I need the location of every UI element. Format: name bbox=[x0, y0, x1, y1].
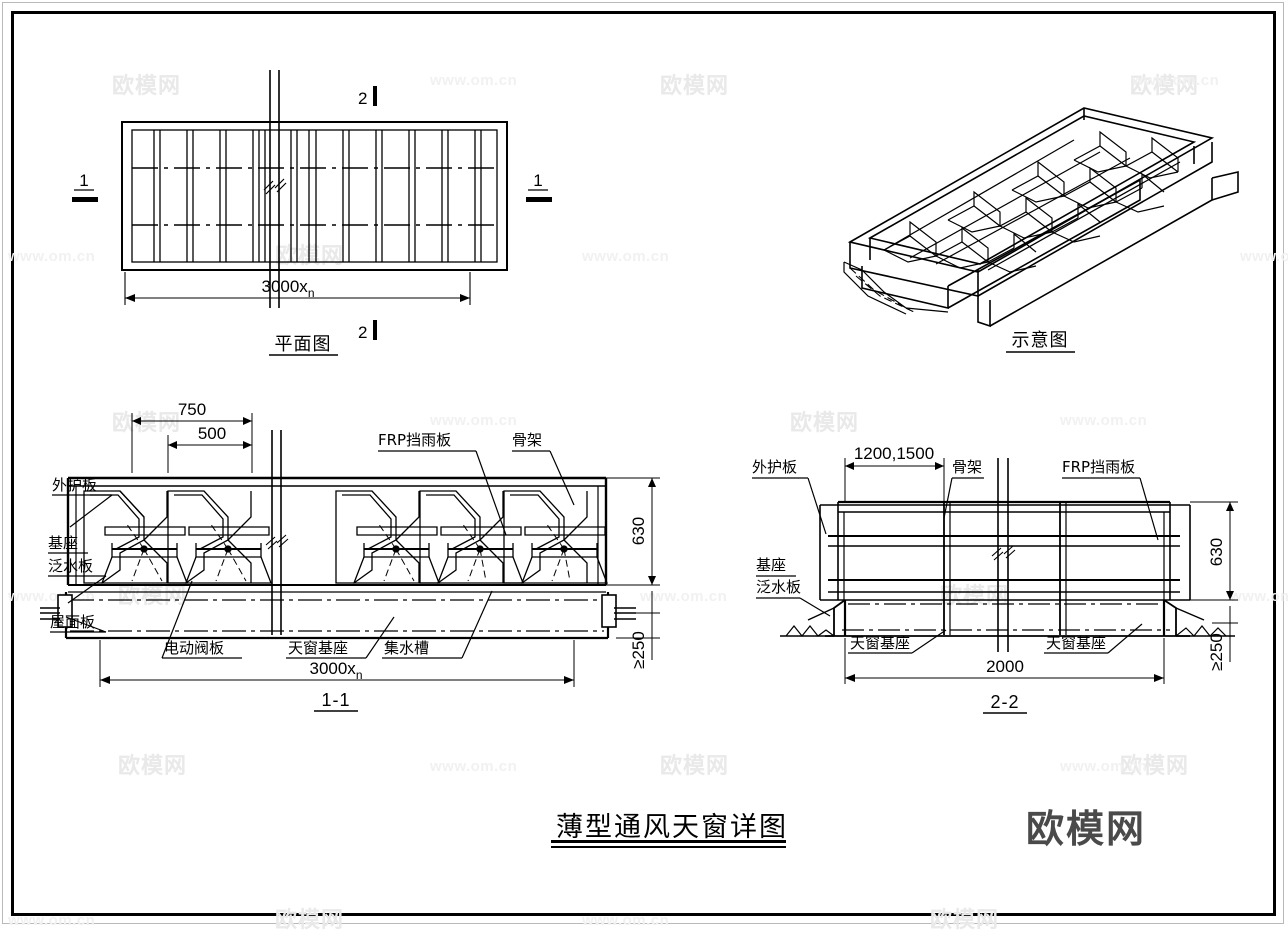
sec11-dim-overall-text: 3000xn bbox=[309, 659, 362, 682]
iso-caption-group: 示意图 bbox=[1006, 330, 1075, 353]
section-1-1-view: 750 500 bbox=[40, 395, 680, 715]
main-title-rule-thick bbox=[551, 840, 786, 843]
plan-section-mark-top: 2 bbox=[358, 86, 377, 108]
main-title: 薄型通风天窗详图 bbox=[556, 812, 788, 843]
sec11-break-line bbox=[265, 430, 289, 635]
sec11-dim-250-text: ≥250 bbox=[629, 631, 648, 669]
svg-text:天窗基座: 天窗基座 bbox=[850, 634, 910, 652]
plan-caption-group: 平面图 bbox=[269, 334, 338, 356]
sec22-body bbox=[780, 500, 1235, 637]
sec22-caption-group: 2-2 bbox=[983, 692, 1027, 714]
sec11-dim-250: ≥250 bbox=[616, 591, 660, 669]
plan-inner-frame bbox=[131, 129, 498, 263]
svg-text:屋面板: 屋面板 bbox=[50, 613, 95, 631]
sec11-label-roof-panel: 屋面板 bbox=[50, 613, 107, 633]
plan-mark-2-top-text: 2 bbox=[358, 89, 367, 108]
sec11-caption-group: 1-1 bbox=[314, 690, 358, 712]
sec22-dim-250: ≥250 bbox=[1207, 606, 1238, 671]
sec22-dim-630-text: 630 bbox=[1207, 538, 1226, 566]
svg-text:集水槽: 集水槽 bbox=[384, 639, 429, 657]
sec11-dim-750: 750 bbox=[131, 400, 253, 473]
sec11-label-outer-panel: 外护板 bbox=[52, 476, 113, 528]
sec11-caption: 1-1 bbox=[321, 690, 350, 710]
sec22-label-base: 基座 bbox=[756, 556, 796, 577]
sec11-label-frp-baffle: FRP挡雨板 bbox=[378, 431, 507, 536]
sec11-label-motor-valve: 电动阀板 bbox=[161, 580, 242, 659]
svg-text:骨架: 骨架 bbox=[512, 431, 542, 449]
plan-section-mark-right: 1 bbox=[526, 171, 552, 202]
brand-logo: 欧模网 bbox=[1026, 807, 1147, 851]
svg-text:天窗基座: 天窗基座 bbox=[288, 639, 348, 657]
iso-view: 示意图 bbox=[840, 100, 1260, 370]
plan-section-mark-bottom: 2 bbox=[358, 320, 377, 342]
sec11-dim-overall: 3000xn bbox=[99, 640, 575, 687]
svg-text:外护板: 外护板 bbox=[52, 476, 97, 494]
plan-break-line bbox=[263, 70, 287, 308]
section-2-2-view: 1200,1500 bbox=[730, 440, 1250, 730]
sec22-label-frame: 骨架 bbox=[943, 458, 984, 519]
sec22-label-flashing: 泛水板 bbox=[756, 578, 831, 617]
plan-mark-1-left-text: 1 bbox=[79, 171, 88, 190]
plan-section-mark-left: 1 bbox=[72, 171, 98, 202]
sec22-dim-overall-text: 2000 bbox=[986, 657, 1024, 676]
plan-overall-dimension: 3000xn bbox=[124, 272, 471, 305]
svg-text:基座: 基座 bbox=[48, 534, 78, 552]
sec11-label-gutter: 集水槽 bbox=[382, 590, 493, 659]
svg-text:泛水板: 泛水板 bbox=[756, 578, 801, 596]
sec11-label-skylight-base: 天窗基座 bbox=[286, 616, 395, 659]
svg-text:骨架: 骨架 bbox=[952, 458, 982, 476]
plan-mark-1-right-text: 1 bbox=[533, 171, 542, 190]
plan-view: 1 1 2 2 bbox=[60, 60, 560, 360]
sec22-dim-250-text: ≥250 bbox=[1207, 633, 1226, 671]
sec22-caption: 2-2 bbox=[990, 692, 1019, 712]
plan-rib-group bbox=[153, 130, 482, 262]
sec11-dim-630-text: 630 bbox=[629, 517, 648, 545]
plan-mark-2-bottom-text: 2 bbox=[358, 323, 367, 342]
svg-text:FRP挡雨板: FRP挡雨板 bbox=[378, 431, 451, 449]
sec22-label-frp-baffle: FRP挡雨板 bbox=[1062, 458, 1159, 541]
sec11-label-frame: 骨架 bbox=[512, 431, 575, 506]
sec22-break-line bbox=[991, 458, 1016, 652]
sec22-dim-overall: 2000 bbox=[844, 638, 1165, 684]
sec11-label-flashing: 泛水板 bbox=[48, 557, 107, 604]
plan-caption: 平面图 bbox=[275, 334, 332, 355]
iso-body bbox=[847, 107, 1239, 328]
sec11-dim-630: 630 bbox=[606, 477, 660, 586]
main-title-rule-thin bbox=[551, 846, 786, 848]
svg-text:泛水板: 泛水板 bbox=[48, 557, 93, 575]
iso-roof-dash bbox=[849, 267, 915, 313]
plan-dim-overall: 3000xn bbox=[261, 277, 314, 300]
iso-caption: 示意图 bbox=[1012, 330, 1069, 351]
sec22-dim-span: 1200,1500 bbox=[844, 444, 945, 502]
svg-text:天窗基座: 天窗基座 bbox=[1046, 634, 1106, 652]
sheet-inner-border bbox=[11, 11, 1276, 916]
plan-outer-frame bbox=[121, 121, 508, 271]
sec11-valve-swing bbox=[125, 522, 571, 582]
svg-text:电动阀板: 电动阀板 bbox=[164, 639, 224, 657]
sec22-dim-span-text: 1200,1500 bbox=[854, 444, 934, 463]
sec11-body bbox=[40, 476, 636, 640]
iso-roof-sheet bbox=[843, 261, 949, 315]
sec22-dim-630: 630 bbox=[1190, 501, 1238, 601]
plan-axis-dash bbox=[132, 167, 497, 226]
sec11-label-base: 基座 bbox=[48, 534, 88, 554]
svg-text:基座: 基座 bbox=[756, 556, 786, 574]
sec11-dim-500: 500 bbox=[167, 424, 252, 473]
svg-text:FRP挡雨板: FRP挡雨板 bbox=[1062, 458, 1135, 476]
sec22-label-skylight-base-right: 天窗基座 bbox=[1044, 623, 1143, 654]
sec22-label-skylight-base-left: 天窗基座 bbox=[848, 629, 947, 654]
sec22-label-outer-panel: 外护板 bbox=[752, 458, 827, 535]
iso-louver-blades bbox=[883, 130, 1181, 273]
svg-text:外护板: 外护板 bbox=[752, 458, 797, 476]
sec11-dim-750-text: 750 bbox=[178, 400, 206, 419]
sec11-dim-500-text: 500 bbox=[198, 424, 226, 443]
sec11-baffle-cells bbox=[83, 490, 608, 584]
